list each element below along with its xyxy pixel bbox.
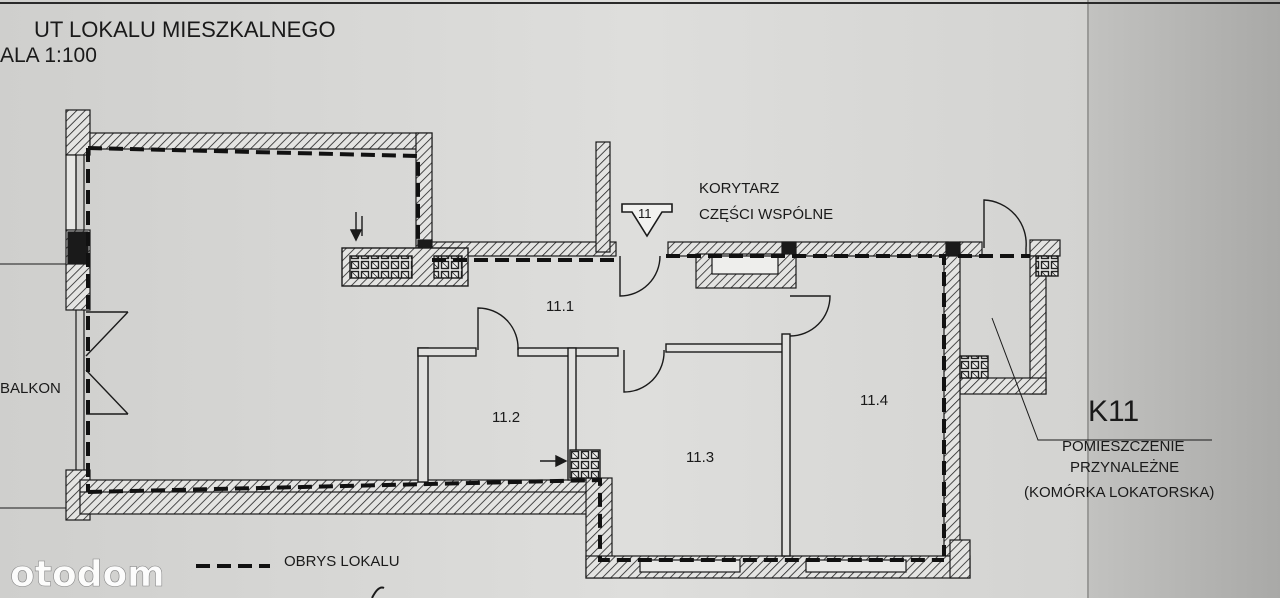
corridor-label: KORYTARZ bbox=[699, 180, 779, 197]
apartment-outline-dashed bbox=[86, 146, 1030, 562]
balcony-door bbox=[85, 311, 129, 415]
structural-walls bbox=[65, 109, 1061, 579]
windows bbox=[75, 155, 85, 470]
legend-outline-label: OBRYS LOKALU bbox=[284, 553, 400, 570]
entrance-number: 11 bbox=[638, 206, 652, 221]
balcony-label: BALKON bbox=[0, 380, 61, 397]
plan-scale: ALA 1:100 bbox=[0, 44, 97, 67]
storage-label-line1: POMIESZCZENIE bbox=[1062, 438, 1185, 455]
storage-label-line2: PRZYNALEŻNE bbox=[1070, 458, 1179, 476]
entrance-arrow: 11 bbox=[621, 203, 673, 238]
room-label-11-1: 11.1 bbox=[546, 298, 574, 315]
room-label-11-4: 11.4 bbox=[860, 392, 888, 409]
storage-label-line3: (KOMÓRKA LOKATORSKA) bbox=[1024, 484, 1214, 501]
corridor-label-sub: CZĘŚCI WSPÓLNE bbox=[699, 205, 833, 223]
pen-mark bbox=[371, 586, 385, 598]
room-label-11-2: 11.2 bbox=[492, 409, 520, 426]
room-label-11-3: 11.3 bbox=[686, 449, 714, 466]
partition-walls bbox=[417, 333, 791, 557]
paper-fold bbox=[1088, 0, 1280, 598]
door-swings bbox=[477, 199, 1027, 393]
storage-leader-line bbox=[991, 317, 1212, 441]
plan-title: UT LOKALU MIESZKALNEGO bbox=[34, 17, 336, 42]
ventilation-arrows bbox=[349, 212, 568, 468]
otodom-watermark: otodom bbox=[10, 554, 165, 595]
storage-code: K11 bbox=[1088, 395, 1139, 428]
